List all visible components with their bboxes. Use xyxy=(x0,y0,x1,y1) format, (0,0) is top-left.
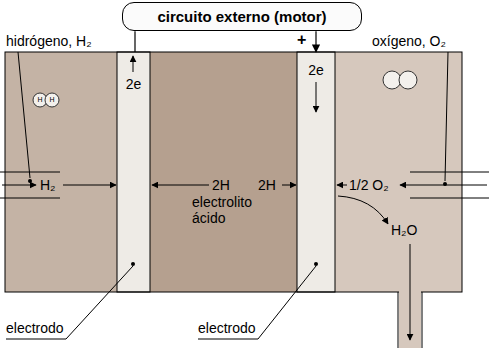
electron-arrow xyxy=(133,56,134,72)
leader-line xyxy=(6,266,133,339)
water-outlet-arrow xyxy=(410,244,411,340)
node-text: electrolito ácido xyxy=(192,194,274,226)
species-label: 2H xyxy=(258,177,276,193)
leader-dot xyxy=(28,179,32,183)
flow-arrow xyxy=(337,185,347,186)
cathode-electrode xyxy=(297,52,335,292)
outlet-pipe xyxy=(422,292,423,348)
flow-arrow xyxy=(63,185,116,186)
outlet-pipe xyxy=(398,292,399,348)
electrolyte-band: electrolito ácido xyxy=(150,52,297,292)
polarity-sign: + xyxy=(297,31,306,49)
anode-electrode xyxy=(117,52,150,292)
oxygen-atom xyxy=(399,71,417,89)
leader-line xyxy=(445,52,448,181)
leader-line xyxy=(198,266,316,339)
leader-dot xyxy=(443,182,447,186)
leader-dot xyxy=(131,262,135,266)
flow-arrow xyxy=(152,185,209,186)
circuit-wire xyxy=(134,31,135,52)
species-label: H₂O xyxy=(391,222,417,238)
inlet-pipe xyxy=(410,172,489,173)
part-label: electrodo xyxy=(198,320,256,336)
inlet-pipe xyxy=(0,172,60,173)
inlet-pipe xyxy=(0,198,60,199)
circuit-box: circuito externo (motor) xyxy=(122,2,362,31)
inlet-label: oxígeno, O₂ xyxy=(372,33,446,49)
leader-line xyxy=(18,52,30,178)
anode-electrode: 2e xyxy=(117,52,150,292)
species-label: H₂ xyxy=(40,177,56,193)
inlet-pipe xyxy=(410,198,489,199)
node-text: circuito externo (motor) xyxy=(141,8,343,25)
hydrogen-atom xyxy=(45,93,59,107)
water-arrow xyxy=(338,196,388,224)
flow-arrow xyxy=(2,185,36,186)
oxygen-atom xyxy=(383,71,401,89)
node-text: 2e xyxy=(297,62,335,78)
inlet-label: hidrógeno, H₂ xyxy=(6,33,92,49)
electron-arrow xyxy=(316,82,317,112)
cathode-electrode: 2e xyxy=(297,52,335,292)
leader-dot xyxy=(314,262,318,266)
circuit-wire xyxy=(315,31,316,52)
part-label: electrodo xyxy=(6,320,64,336)
electrolyte-region xyxy=(150,52,297,292)
species-label: 1/2 O₂ xyxy=(349,177,389,193)
species-label: 2H xyxy=(212,177,230,193)
node-text: 2e xyxy=(117,76,150,92)
atom-letter: H xyxy=(38,96,43,104)
atom-letter: H xyxy=(50,96,55,104)
flow-arrow xyxy=(282,185,296,186)
anode-chamber xyxy=(5,52,462,292)
cell-outline xyxy=(5,52,462,292)
